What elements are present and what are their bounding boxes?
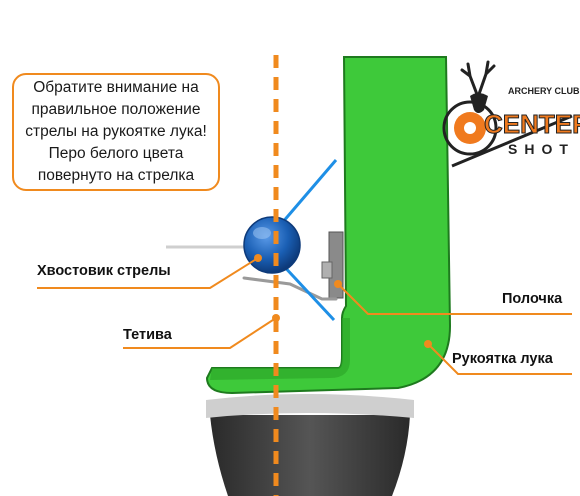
info-callout-text: Обратите внимание на правильное положени… (25, 77, 207, 187)
vane-lower (278, 260, 336, 322)
target-icon (442, 100, 498, 156)
leader-shelf (337, 283, 572, 315)
label-grip: Рукоятка лука (452, 351, 553, 367)
target-icon-center (464, 122, 476, 134)
callout-line: Перо белого цвета (48, 145, 184, 162)
leader-string-dot (272, 314, 280, 322)
deer-antler-icon (460, 60, 496, 99)
label-string: Тетива (123, 327, 172, 343)
leader-grip (427, 343, 572, 375)
leader-nock-dot (254, 254, 262, 262)
arrow-rest-screw (321, 261, 333, 279)
bow-riser (205, 56, 452, 395)
club-logo: ARCHERY CLUB CENTER SHOT (442, 60, 580, 168)
grip-base (210, 415, 410, 496)
label-shelf: Полочка (502, 291, 563, 307)
leader-nock (37, 257, 259, 289)
logo-top-text: ARCHERY CLUB (508, 86, 580, 96)
vane-upper (274, 159, 338, 231)
leader-string (123, 317, 277, 349)
callout-line: Обратите внимание на (33, 79, 199, 96)
grip-base-rim (206, 394, 414, 418)
leader-shelf-dot (334, 280, 342, 288)
callout-line: стрелы на рукоятке лука! (25, 123, 207, 140)
nock-highlight (253, 227, 271, 239)
callout-line: повернуто на стрелка (37, 167, 195, 184)
label-nock: Хвостовик стрелы (37, 263, 171, 279)
logo-main-text: CENTER (484, 109, 580, 139)
leader-grip-dot (424, 340, 432, 348)
arrow-rest-wire (242, 276, 338, 301)
riser-shadow (210, 318, 350, 380)
logo-sub-text: SHOT (508, 141, 575, 157)
arrow-icon (451, 114, 573, 168)
info-callout: Обратите внимание на правильное положени… (12, 73, 220, 191)
callout-line: правильное положение (31, 101, 201, 118)
arrow-nock (243, 216, 301, 274)
